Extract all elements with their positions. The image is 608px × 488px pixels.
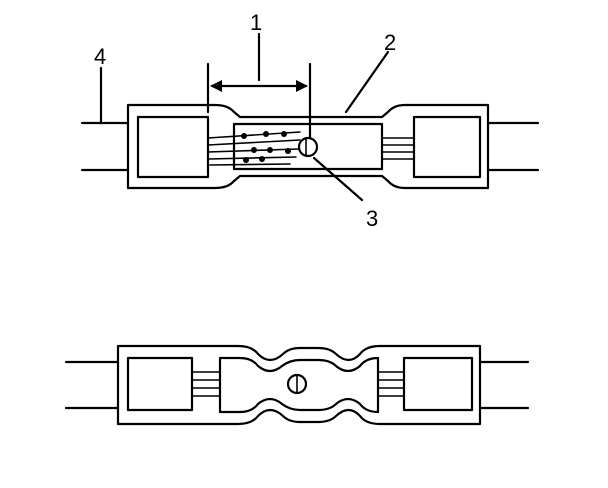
conductor-strands-left-bottom <box>191 371 221 397</box>
insulation-left-top <box>136 115 210 179</box>
callout-4-label: 4 <box>94 44 106 69</box>
wire-stop-top <box>297 136 319 158</box>
insulation-right-bottom <box>402 356 474 412</box>
uncrimped-splice: 1 2 3 4 <box>80 10 540 231</box>
metal-barrel-bottom <box>218 356 380 414</box>
conductor-strands-right-bottom <box>377 371 405 397</box>
sleeve-outline-bottom <box>116 344 482 426</box>
insulation-right-top <box>412 115 482 179</box>
solder-dots <box>241 131 291 163</box>
dimension-strip-length <box>206 32 312 140</box>
conductor-strands-right-top <box>381 137 415 160</box>
wire-right-top <box>486 121 540 172</box>
callout-3-label: 3 <box>366 206 378 231</box>
metal-barrel-top <box>232 122 384 171</box>
insulation-left-bottom <box>126 356 194 412</box>
wire-left-top <box>80 121 130 172</box>
callout-1-label: 1 <box>250 10 262 35</box>
wire-right-bottom <box>478 360 530 410</box>
wire-left-bottom <box>64 360 120 410</box>
leader-3 <box>312 156 364 202</box>
sleeve-outline-top <box>126 103 490 190</box>
wire-stop-bottom <box>286 373 308 395</box>
leader-2 <box>344 50 390 114</box>
crimped-splice <box>64 344 530 426</box>
callout-2-label: 2 <box>384 30 396 55</box>
